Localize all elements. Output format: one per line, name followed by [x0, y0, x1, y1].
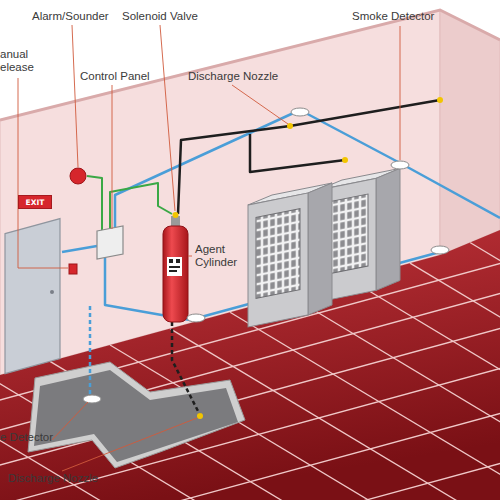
label-mark [176, 259, 180, 263]
alarm-sounder [70, 168, 86, 184]
leader-lines [18, 25, 400, 471]
label-mark [169, 270, 177, 272]
underfloor-detection-wire [89, 306, 92, 395]
exit-sign: EXIT [18, 195, 52, 209]
detection-wiring [62, 110, 500, 395]
leader-line [188, 256, 192, 257]
alarm-wire [87, 176, 102, 232]
leader-line [400, 26, 401, 160]
tile-line [0, 366, 500, 500]
tile-line [410, 263, 500, 500]
control-panel [97, 226, 123, 259]
agent-cylinder [163, 226, 188, 322]
callout-label: e Detector [0, 431, 53, 444]
discharge-pipe [250, 134, 345, 172]
leader-line [160, 25, 175, 211]
callout-label: Agent Cylinder [195, 243, 247, 269]
tile-line [0, 457, 100, 500]
callout-label: Control Panel [80, 70, 150, 83]
smoke-detector [187, 314, 205, 322]
solenoid-valve [173, 212, 179, 218]
label-mark [169, 259, 173, 263]
discharge-nozzle [197, 413, 203, 419]
callout-label: Solenoid Valve [122, 10, 198, 23]
tile-line [0, 461, 500, 500]
door-knob [50, 290, 54, 294]
tile-line [350, 280, 500, 500]
smoke-detectors [83, 108, 449, 403]
discharge-nozzle [342, 157, 348, 163]
door [5, 219, 60, 374]
underfloor-discharge-pipe [172, 322, 200, 415]
discharge-nozzle [437, 97, 443, 103]
cabinet-side [308, 183, 332, 315]
cabinet-front [248, 193, 308, 327]
label-mark [169, 266, 180, 268]
detection-wire [62, 246, 97, 252]
leader-line [62, 418, 197, 471]
cabinet-face [248, 193, 308, 327]
callout-label: Alarm/Sounder [32, 10, 109, 23]
cabinet-vent [256, 209, 300, 299]
callout-label: Discharge Nozzle [188, 70, 278, 83]
tile-line [290, 296, 500, 500]
tile-line [0, 326, 500, 468]
side-wall [440, 10, 500, 255]
smoke-detector [291, 108, 309, 116]
control-wiring [87, 176, 172, 232]
cylinder-label [167, 257, 182, 276]
leader-line [232, 85, 288, 124]
leader-line [52, 402, 88, 440]
callout-label: anual elease [0, 48, 40, 74]
valve-wire [110, 183, 172, 232]
smoke-detector [83, 395, 101, 403]
tile-line [470, 243, 500, 483]
callout-label: Smoke Detector [352, 10, 434, 23]
underfloor-void [34, 370, 238, 462]
cabinet-side [376, 168, 400, 290]
sign-text: EXIT [26, 198, 45, 207]
leader-line [18, 78, 68, 268]
callout-label: Discharge Nozzle [8, 472, 98, 485]
floor-cutout-edge [28, 362, 245, 468]
leader-line [72, 25, 78, 167]
smoke-detector [391, 161, 409, 169]
manual-release [69, 264, 77, 274]
leader-line [112, 85, 113, 229]
smoke-detector [431, 246, 449, 254]
